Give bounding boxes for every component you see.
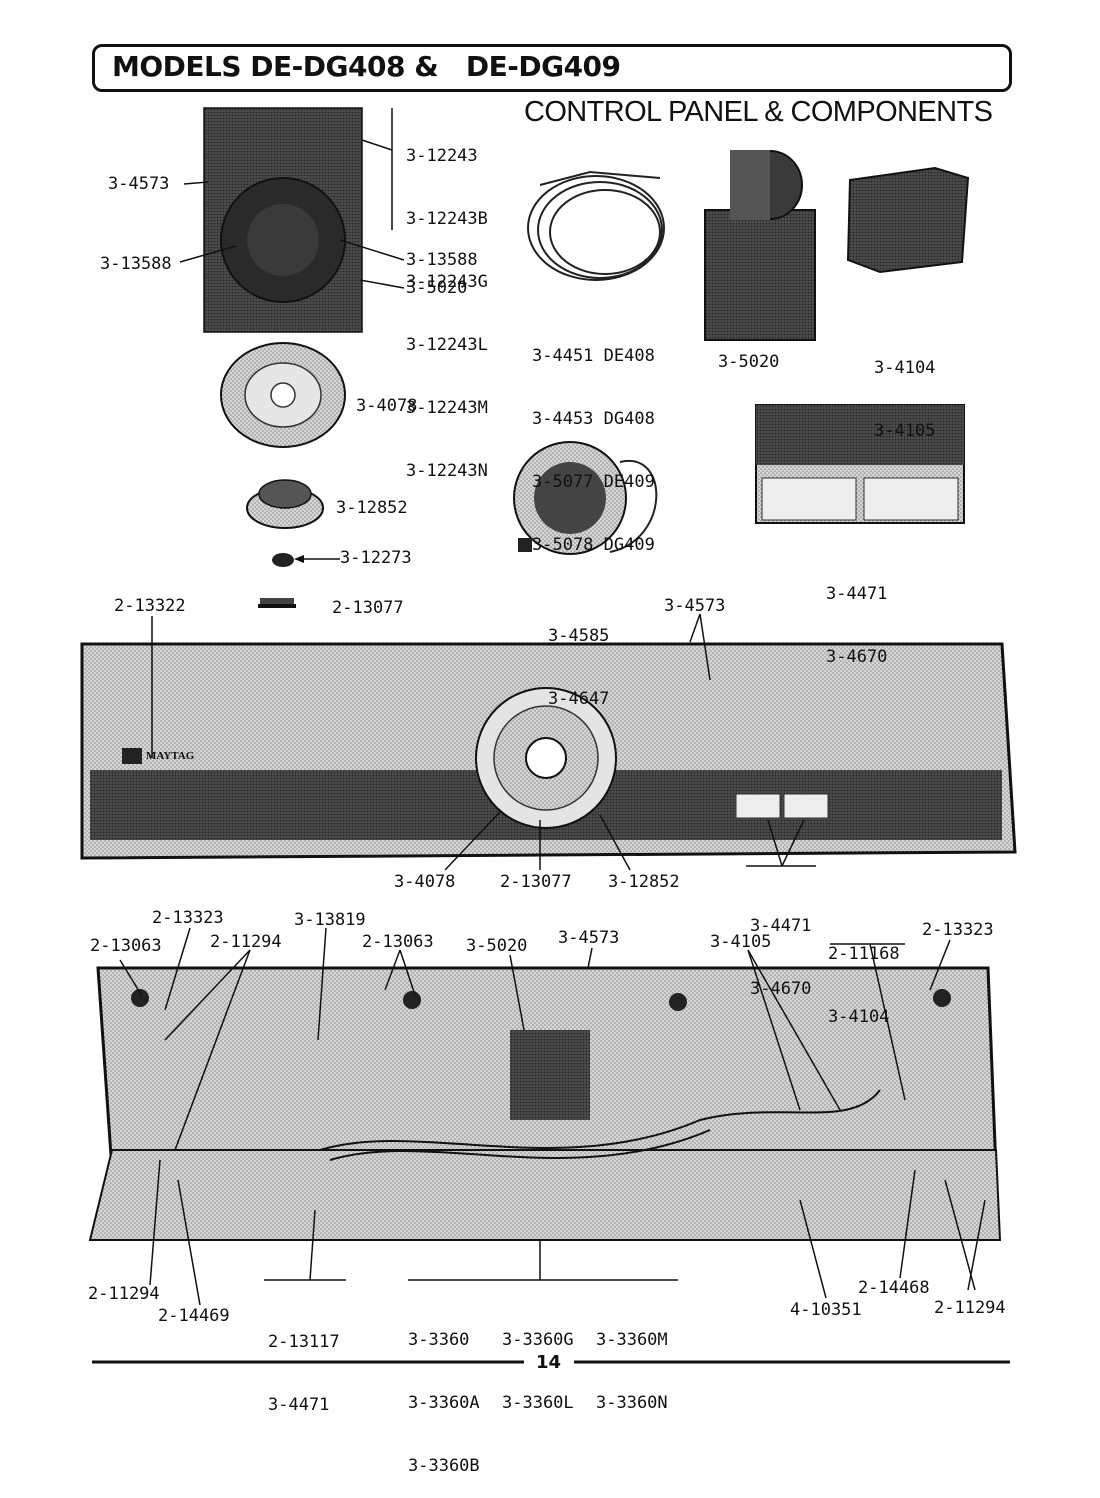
- end-of-cycle-signal: [513, 441, 658, 555]
- callout-3-12243-group: 3-12243 3-12243B 3-12243G 3-12243L 3-122…: [406, 146, 488, 481]
- callout-3-12273: 3-12273: [340, 548, 412, 568]
- callout-3-4573-a: 3-4573: [108, 174, 170, 194]
- callout-2-13323-a: 2-13323: [152, 908, 224, 928]
- callout-2-11294-c: 2-11294: [934, 1298, 1006, 1318]
- callout-2-13117-group: 2-13117 3-4471: [268, 1332, 340, 1415]
- knob-insert: [272, 553, 294, 567]
- callout-2-13077-a: 2-13077: [332, 598, 404, 618]
- callout-3-13819: 3-13819: [294, 910, 366, 930]
- callout-3-4105: 3-4105: [710, 932, 772, 952]
- callout-3-4573-c: 3-4573: [558, 928, 620, 948]
- callout-3-13588-b: 3-13588: [406, 250, 478, 270]
- callout-2-11294-b: 2-11294: [88, 1284, 160, 1304]
- callout-3-5020-c: 3-5020: [466, 936, 528, 956]
- callout-2-13063-b: 2-13063: [362, 932, 434, 952]
- callout-3-4104-group: 3-4104 3-4105: [874, 358, 936, 441]
- callout-harness-group: 3-4451 DE408 3-4453 DG408 3-5077 DE409 3…: [532, 346, 655, 555]
- knob-clip: [258, 598, 296, 608]
- wire-harness: [527, 170, 665, 281]
- dial-skirt: [220, 342, 346, 448]
- callout-2-13077-b: 2-13077: [500, 872, 572, 892]
- callout-3-4585-group: 3-4585 3-4647: [548, 626, 610, 709]
- rocker-switch-assembly: [755, 404, 965, 524]
- callout-4-10351: 4-10351: [790, 1300, 862, 1320]
- callout-2-13322: 2-13322: [114, 596, 186, 616]
- parts-diagram: [80, 107, 1017, 1364]
- callout-2-13323-b: 2-13323: [922, 920, 994, 940]
- callout-3-4078-b: 3-4078: [394, 872, 456, 892]
- leader-lines: [119, 108, 986, 1306]
- callout-2-11294-a: 2-11294: [210, 932, 282, 952]
- callout-3-4471-group-a: 3-4471 3-4670: [826, 584, 888, 667]
- callout-2-14469: 2-14469: [158, 1306, 230, 1326]
- control-panel-rear: [88, 966, 1002, 1241]
- callout-3-3360-col3: 3-3360M 3-3360N: [596, 1330, 668, 1413]
- callout-2-11168-group: 2-11168 3-4104: [828, 944, 900, 1027]
- callout-3-4078-a: 3-4078: [356, 396, 418, 416]
- callout-3-3360-col1: 3-3360 3-3360A 3-3360B: [408, 1330, 480, 1476]
- callout-3-13588-a: 3-13588: [100, 254, 172, 274]
- callout-2-13063-a: 2-13063: [90, 936, 162, 956]
- page-title: MODELS DE-DG408 & DE-DG409: [112, 50, 621, 83]
- maytag-logo: MAYTAG: [146, 750, 195, 762]
- callout-2-14468: 2-14468: [858, 1278, 930, 1298]
- timer-motor: [704, 150, 816, 341]
- callout-3-5020-a: 3-5020: [406, 278, 468, 298]
- dial-plate: [203, 107, 363, 333]
- callout-3-12852-b: 3-12852: [608, 872, 680, 892]
- callout-3-5020-b: 3-5020: [718, 352, 780, 372]
- section-subtitle: CONTROL PANEL & COMPONENTS: [524, 96, 993, 128]
- title-box: [92, 44, 1012, 92]
- page-number: 14: [536, 1352, 562, 1373]
- control-panel-front: [80, 642, 1017, 860]
- callout-3-12852-a: 3-12852: [336, 498, 408, 518]
- timer-knob: [246, 479, 324, 529]
- callout-3-3360-col2: 3-3360G 3-3360L: [502, 1330, 574, 1413]
- push-switch: [846, 166, 970, 274]
- callout-3-4573-b: 3-4573: [664, 596, 726, 616]
- callout-3-4471-group-b: 3-4471 3-4670: [750, 916, 812, 999]
